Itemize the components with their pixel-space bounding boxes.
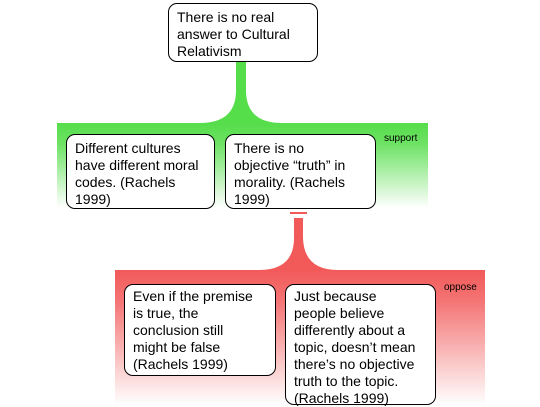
claim-box[interactable]: There is no real answer to Cultural Rela… <box>168 3 318 62</box>
oppose-connector <box>259 218 338 270</box>
reason-box-objective-truth[interactable]: There is no objective “truth” in moralit… <box>225 134 376 209</box>
oppose-label: oppose <box>444 282 477 293</box>
objection-box-premise[interactable]: Even if the premise is true, the conclus… <box>124 284 276 376</box>
support-connector <box>200 62 282 123</box>
support-label: support <box>384 133 418 144</box>
objection-box-belief[interactable]: Just because people believe differently … <box>285 284 436 406</box>
reason-box-cultures[interactable]: Different cultures have different moral … <box>66 134 215 209</box>
